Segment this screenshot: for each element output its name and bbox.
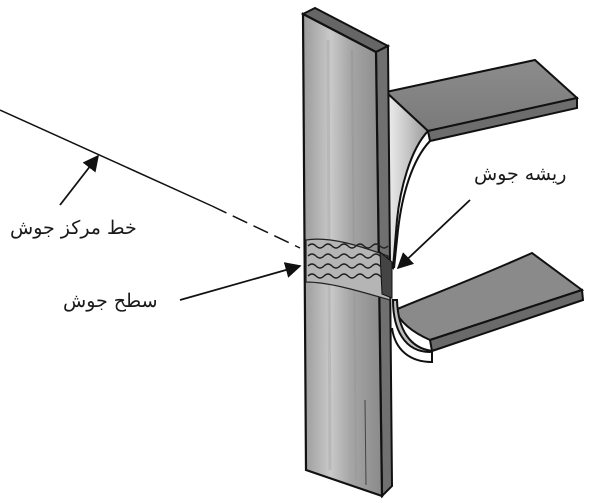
weld-root-label: ریشه جوش	[474, 163, 567, 185]
upper-bent-plate	[383, 58, 580, 270]
lower-bent-plate	[391, 251, 585, 364]
weld-face-label: سطح جوش	[63, 290, 158, 312]
weld-root-arrow	[396, 199, 471, 270]
weld-face-arrow	[179, 262, 302, 301]
weld-bead	[305, 238, 393, 301]
weld-center-line	[0, 109, 301, 249]
center-line-arrow	[59, 154, 99, 206]
leader-arrows	[59, 154, 471, 301]
weld-center-line-label: خط مرکز جوش	[10, 217, 137, 239]
